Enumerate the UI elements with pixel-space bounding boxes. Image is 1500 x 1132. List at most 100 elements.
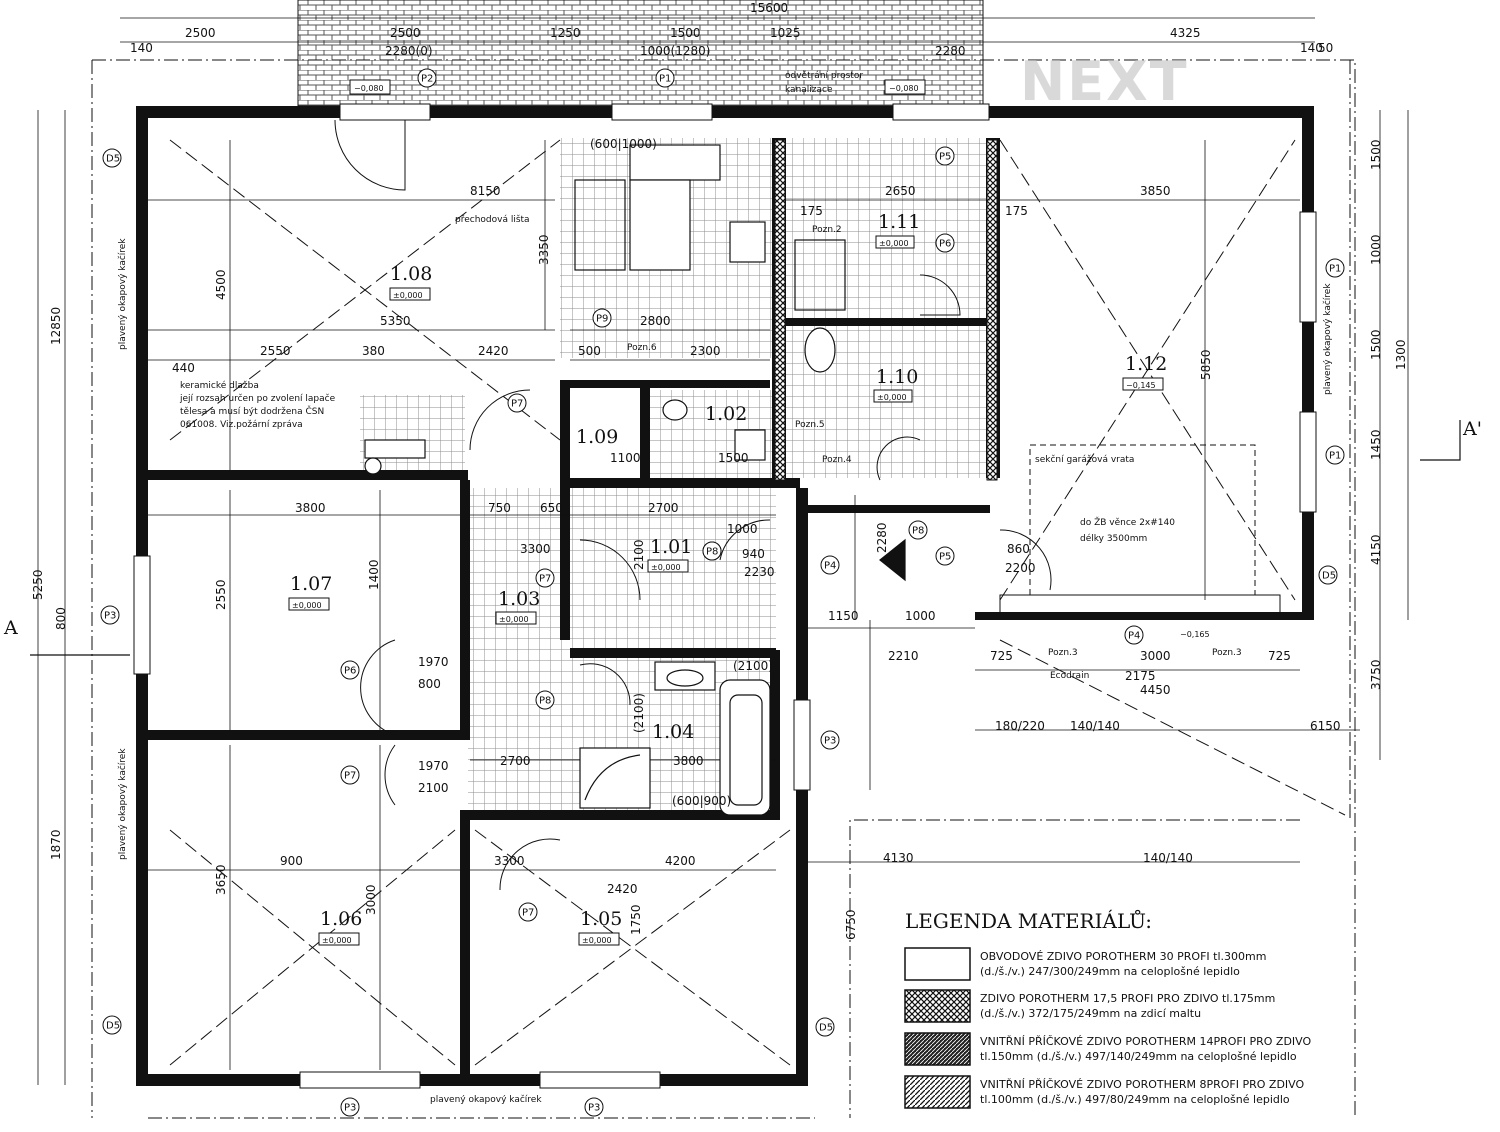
room-1-10: 1.10 bbox=[876, 366, 918, 388]
dimension-label: 8150 bbox=[470, 184, 501, 198]
dimension-label: 3750 bbox=[1369, 659, 1383, 690]
tag-circle bbox=[340, 765, 360, 785]
tag-label: P3 bbox=[588, 1103, 600, 1114]
svg-text:délky 3500mm: délky 3500mm bbox=[1080, 533, 1147, 544]
dimension-label: 2100 bbox=[418, 781, 449, 795]
dimension-label: 4450 bbox=[1140, 683, 1171, 697]
dimension-label: 1025 bbox=[770, 26, 801, 40]
tag-circle bbox=[518, 902, 538, 922]
tag-circle bbox=[100, 605, 120, 625]
dimension-label: 440 bbox=[172, 361, 195, 375]
dimension-label: (600|1000) bbox=[590, 137, 657, 151]
tag-label: P5 bbox=[939, 152, 951, 163]
tag-circle bbox=[908, 520, 928, 540]
svg-text:Ecodrain: Ecodrain bbox=[1050, 671, 1089, 681]
svg-text:A: A bbox=[3, 617, 18, 639]
legend-swatch-4 bbox=[904, 1075, 971, 1109]
dimension-label: 140 bbox=[130, 41, 153, 55]
svg-text:plavený okapový kačírek: plavený okapový kačírek bbox=[117, 238, 128, 350]
dimension-label: 800 bbox=[418, 677, 441, 691]
dimension-label: 3850 bbox=[1140, 184, 1171, 198]
room-diagonals bbox=[169, 139, 1346, 1066]
tag-circle bbox=[935, 233, 955, 253]
tag-label: D5 bbox=[1322, 571, 1336, 582]
dimension-label: 1970 bbox=[418, 759, 449, 773]
dimension-label: 1300 bbox=[1394, 339, 1408, 370]
dimension-label: 800 bbox=[54, 607, 68, 630]
svg-text:tl.150mm (d./š./v.) 497/140/24: tl.150mm (d./š./v.) 497/140/249mm na cel… bbox=[980, 1050, 1297, 1063]
tag-label: P3 bbox=[104, 611, 116, 622]
room-1-11-level: ±0,000 bbox=[879, 239, 909, 248]
dimension-label: 3300 bbox=[520, 542, 551, 556]
tag-circle bbox=[935, 146, 955, 166]
dimension-label: 1500 bbox=[1369, 139, 1383, 170]
dimension-label: (2100) bbox=[632, 693, 646, 733]
door-swings bbox=[334, 119, 1052, 891]
tag-label: P1 bbox=[1329, 451, 1341, 462]
dimension-label: 6150 bbox=[1310, 719, 1341, 733]
dimension-label: 2500 bbox=[390, 26, 421, 40]
level-tag: −0,080 bbox=[354, 84, 384, 93]
dimension-label: 500 bbox=[578, 344, 601, 358]
tag-circle bbox=[1124, 625, 1144, 645]
svg-text:odvětrání prostor: odvětrání prostor bbox=[785, 71, 863, 81]
dimension-label: 2420 bbox=[478, 344, 509, 358]
dimension-label: 2650 bbox=[885, 184, 916, 198]
dimension-label: 2280 bbox=[935, 44, 966, 58]
tag-circle bbox=[592, 308, 612, 328]
dimension-label: 4325 bbox=[1170, 26, 1201, 40]
position-note: Pozn.6 bbox=[627, 343, 657, 353]
tag-label: P5 bbox=[939, 552, 951, 563]
dimension-label: 3350 bbox=[537, 234, 551, 265]
tag-label: P9 bbox=[596, 314, 608, 325]
tag-circle bbox=[417, 68, 437, 88]
dimension-label: 2175 bbox=[1125, 669, 1156, 683]
dimension-label: 15600 bbox=[750, 1, 788, 15]
tag-circle bbox=[340, 1097, 360, 1117]
dimension-label: 3300 bbox=[494, 854, 525, 868]
room-labels: 1.08 ±0,000 1.11 ±0,000 1.10 ±0,000 1.12… bbox=[288, 211, 1167, 946]
dimension-label: 12850 bbox=[49, 307, 63, 345]
position-note: Pozn.2 bbox=[812, 225, 842, 235]
legend-title: LEGENDA MATERIÁLŮ: bbox=[905, 908, 1152, 933]
tag-circle bbox=[340, 660, 360, 680]
fixtures bbox=[364, 144, 846, 816]
tag-label: P6 bbox=[939, 239, 951, 250]
dimension-label: 2800 bbox=[640, 314, 671, 328]
room-1-10-level: ±0,000 bbox=[877, 393, 907, 402]
svg-text:A': A' bbox=[1462, 418, 1482, 440]
dimension-label: 175 bbox=[1005, 204, 1028, 218]
dimension-label: (600|900) bbox=[672, 794, 731, 808]
dimension-label: 1100 bbox=[610, 451, 641, 465]
tag-circle bbox=[820, 730, 840, 750]
dimension-label: 50 bbox=[1318, 41, 1333, 55]
dimension-label: 940 bbox=[742, 547, 765, 561]
room-1-11: 1.11 bbox=[878, 211, 920, 233]
tag-label: P8 bbox=[706, 547, 718, 558]
tag-circle bbox=[507, 393, 527, 413]
tag-circle bbox=[1325, 445, 1345, 465]
room-1-01: 1.01 bbox=[650, 536, 692, 558]
svg-text:OBVODOVÉ ZDIVO POROTHERM 30 PR: OBVODOVÉ ZDIVO POROTHERM 30 PROFI tl.300… bbox=[980, 950, 1266, 963]
dimension-label: 1500 bbox=[1369, 329, 1383, 360]
svg-text:VNITŘNÍ PŘÍČKOVÉ ZDIVO POROTHE: VNITŘNÍ PŘÍČKOVÉ ZDIVO POROTHERM 14PROFI… bbox=[980, 1035, 1311, 1048]
svg-text:do ŽB věnce 2x#140: do ŽB věnce 2x#140 bbox=[1080, 516, 1175, 528]
dimension-label: 3650 bbox=[214, 864, 228, 895]
dimension-label: 5250 bbox=[31, 569, 45, 600]
dimension-label: 2550 bbox=[260, 344, 291, 358]
room-1-05-level: ±0,000 bbox=[582, 936, 612, 945]
legend-swatch-1 bbox=[904, 947, 971, 981]
dimension-label: 650 bbox=[540, 501, 563, 515]
room-1-07: 1.07 bbox=[290, 573, 332, 595]
svg-text:(d./š./v.) 247/300/249mm na ce: (d./š./v.) 247/300/249mm na celoplošné l… bbox=[980, 965, 1240, 978]
dimension-label: 2550 bbox=[214, 579, 228, 610]
dimension-label: 1750 bbox=[629, 904, 643, 935]
tag-label: P1 bbox=[1329, 264, 1341, 275]
tag-label: P7 bbox=[511, 399, 523, 410]
tag-label: P8 bbox=[539, 696, 551, 707]
dimension-label: 140 bbox=[1300, 41, 1323, 55]
tag-circle bbox=[1318, 565, 1338, 585]
dimension-label: 1250 bbox=[550, 26, 581, 40]
room-1-07-level: ±0,000 bbox=[292, 601, 322, 610]
